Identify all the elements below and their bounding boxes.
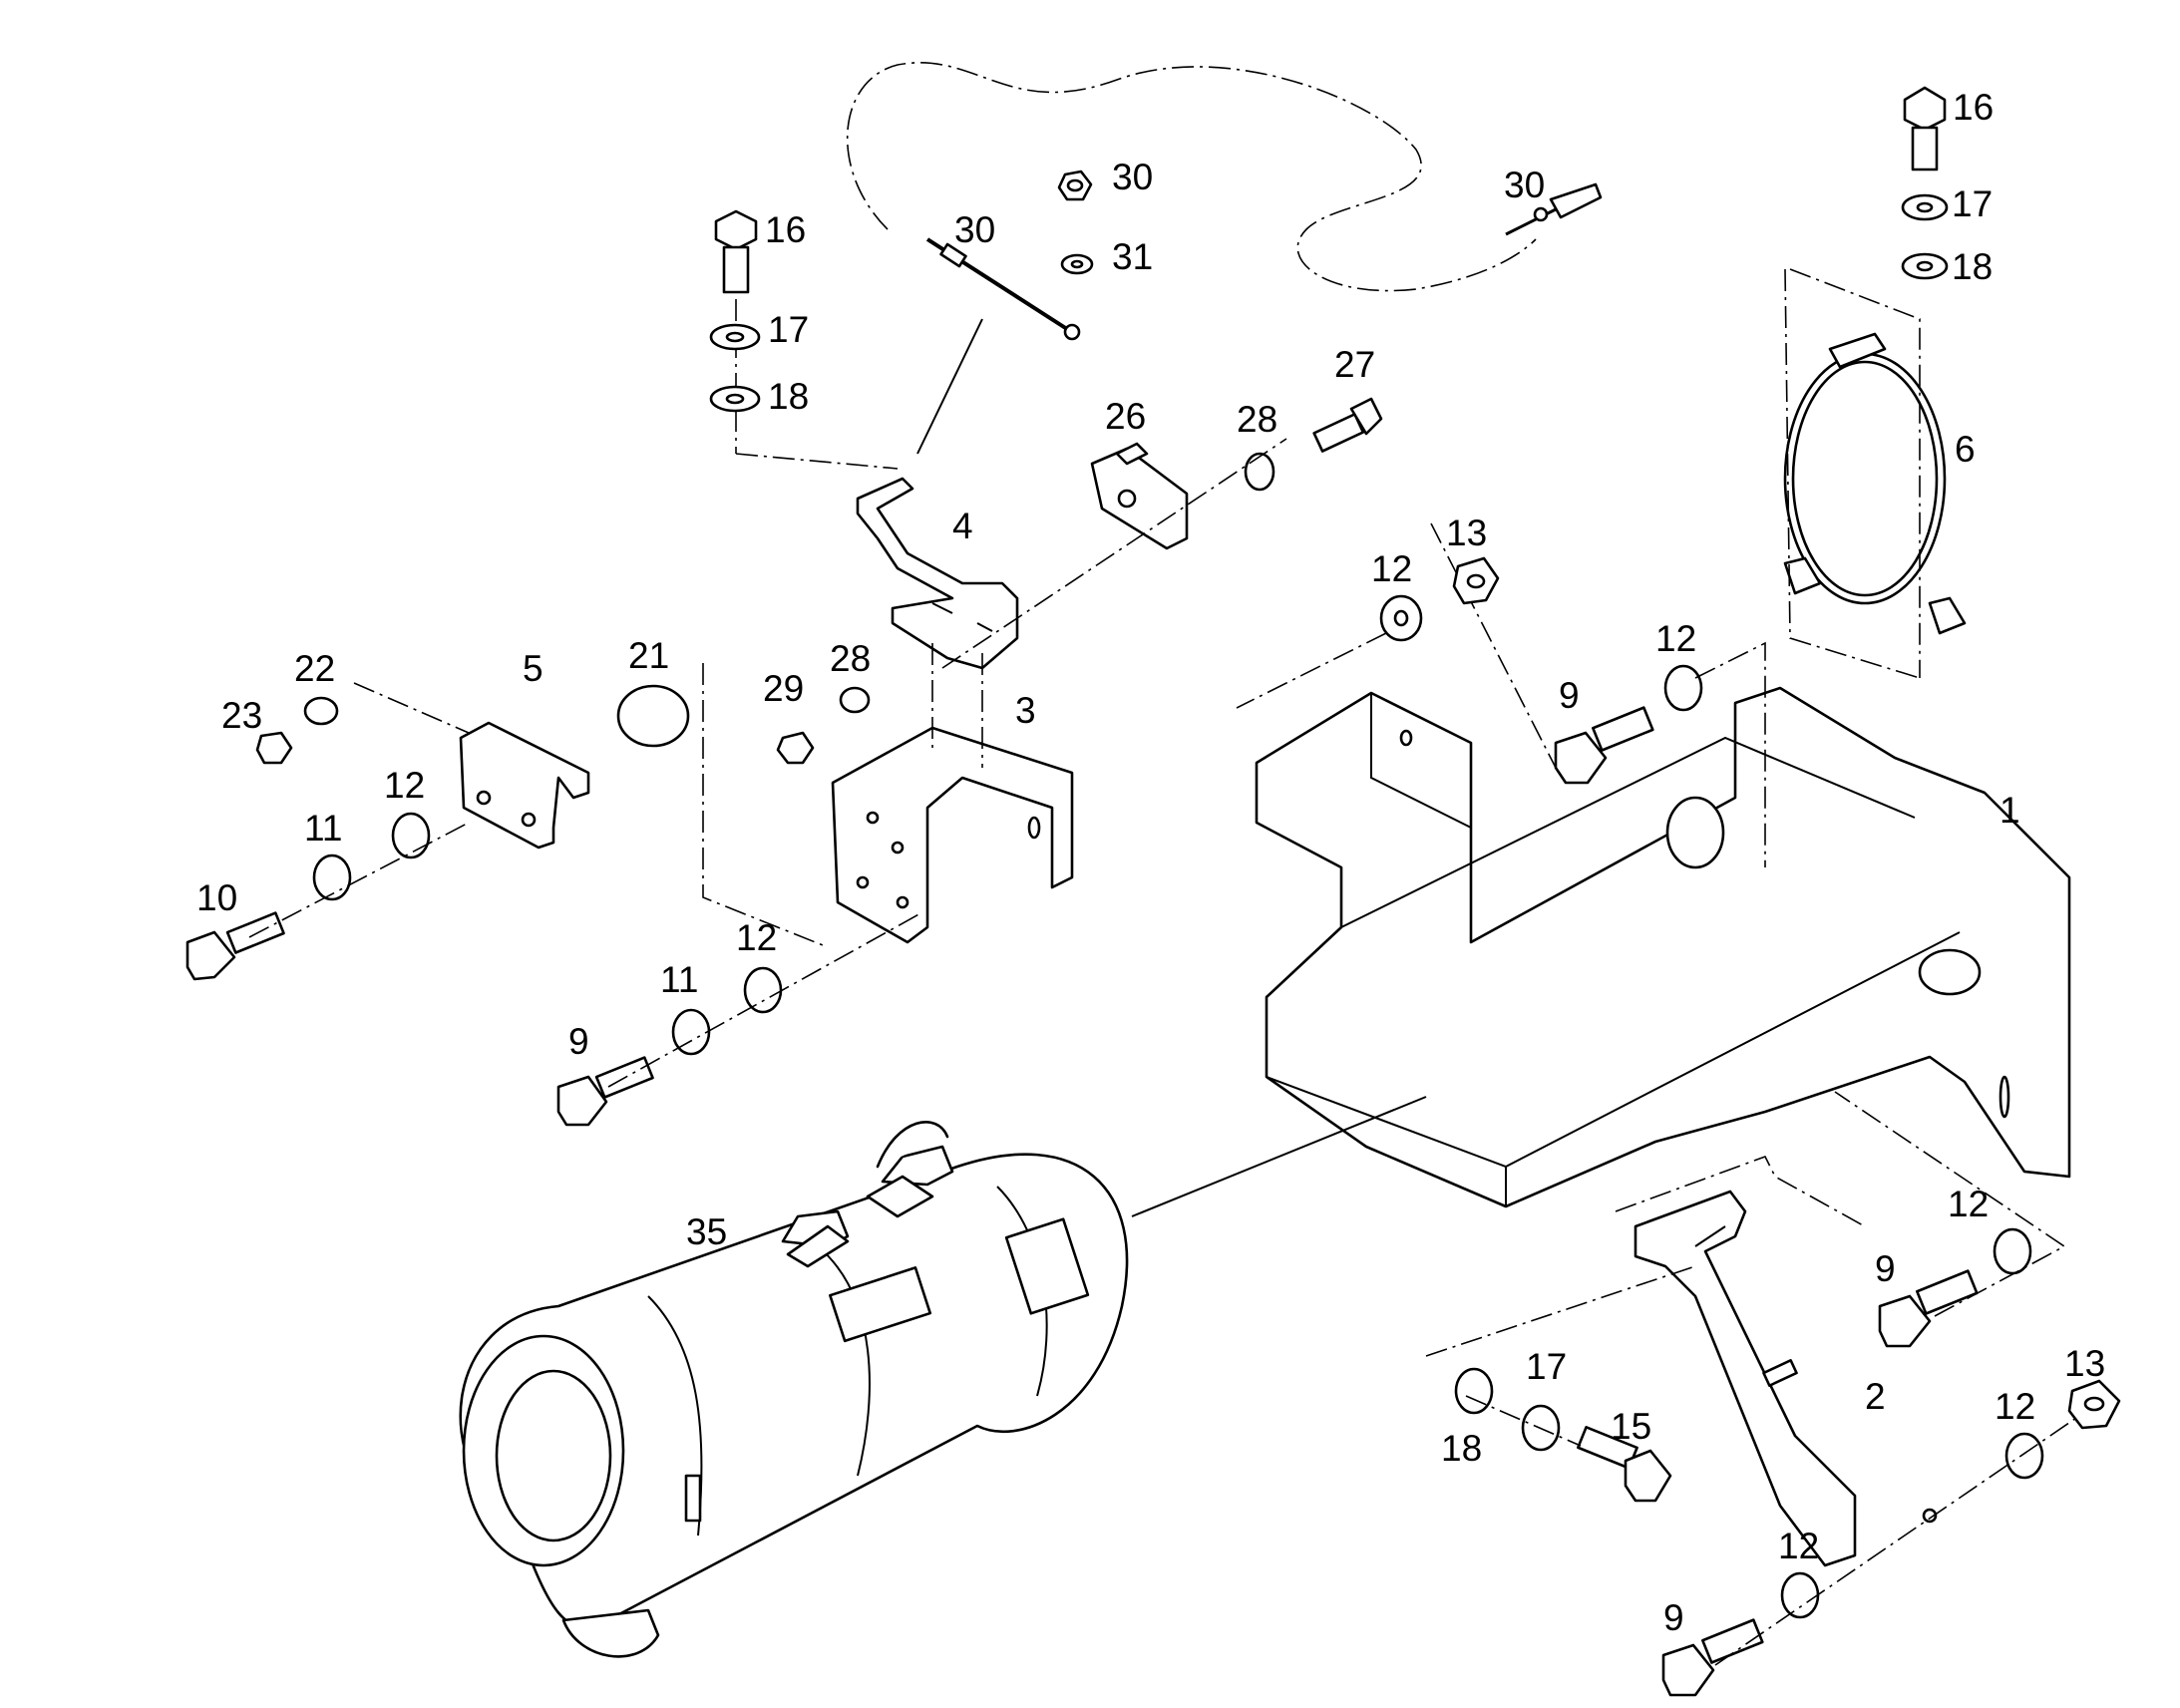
- callout-28-left: 28: [830, 638, 871, 679]
- callout-12-lower-right: 12: [1995, 1386, 2035, 1427]
- callout-26: 26: [1105, 396, 1146, 437]
- callout-4: 4: [952, 506, 973, 546]
- callout-6: 6: [1955, 429, 1976, 470]
- washer-11-mid: [671, 1008, 711, 1056]
- bolt-10: [185, 911, 285, 981]
- washer-31: [1060, 253, 1094, 275]
- callout-5: 5: [523, 648, 544, 689]
- washer-17-left: [709, 323, 761, 351]
- throttle-cable: [916, 237, 1081, 455]
- bolt-27: [1312, 397, 1383, 453]
- callout-21: 21: [628, 635, 669, 676]
- callout-10: 10: [196, 877, 237, 918]
- bolt-16-right: [1903, 86, 1947, 171]
- callout-12-right: 12: [1948, 1184, 1989, 1224]
- bolt-16-left: [714, 209, 758, 454]
- washer-12-left: [391, 812, 431, 859]
- bolt-9-center: [1554, 706, 1654, 785]
- callout-28-right: 28: [1237, 399, 1277, 440]
- washer-28-left: [839, 686, 871, 714]
- washer-12-bottom: [1780, 1571, 1820, 1619]
- support-arm-2: [1634, 1190, 1938, 1567]
- nut-30: [1057, 170, 1093, 201]
- callout-12-bottom: 12: [1778, 1526, 1819, 1566]
- callout-18-lower: 18: [1441, 1428, 1482, 1469]
- callout-2: 2: [1865, 1376, 1886, 1417]
- bolt-15: [1577, 1426, 1672, 1503]
- washer-18-left: [709, 385, 761, 413]
- washer-18-right: [1901, 252, 1949, 280]
- callout-15: 15: [1611, 1406, 1651, 1447]
- callout-17-right: 17: [1952, 183, 1993, 224]
- callout-12-top: 12: [1371, 548, 1412, 589]
- control-cable-route: [846, 62, 1537, 292]
- callout-16-left: 16: [765, 209, 806, 250]
- bolt-9-left: [556, 1056, 654, 1127]
- callout-labels: 1 2 3 4 5 6 9 9 9 9 10 11 11 12 12 12 12…: [196, 87, 2105, 1638]
- callout-18-right: 18: [1952, 246, 1993, 287]
- callout-9-left: 9: [568, 1021, 589, 1062]
- washer-22: [303, 696, 339, 726]
- washer-12-top: [1379, 594, 1423, 642]
- bracket-3: [831, 643, 1074, 944]
- clamp-band-6: [1783, 332, 1967, 635]
- callout-30-handle: 30: [1504, 165, 1545, 205]
- callout-35: 35: [686, 1211, 727, 1252]
- bolt-9-right: [1878, 1269, 1979, 1348]
- bracket-5: [459, 721, 590, 850]
- callout-29: 29: [763, 668, 804, 709]
- callout-9-right: 9: [1875, 1248, 1896, 1289]
- callout-3: 3: [1015, 690, 1036, 731]
- mounting-tray-1: [1255, 522, 2071, 1208]
- callout-16-right: 16: [1953, 87, 1994, 128]
- callout-9-center: 9: [1559, 675, 1580, 716]
- callout-1: 1: [1999, 790, 2020, 831]
- callout-27: 27: [1334, 344, 1375, 385]
- callout-17-left: 17: [768, 309, 809, 350]
- washer-28-right: [1244, 452, 1275, 492]
- switch-26: [1090, 442, 1189, 550]
- callout-23: 23: [221, 695, 262, 736]
- callout-12-mid: 12: [736, 917, 777, 958]
- callout-30-nut: 30: [1112, 157, 1153, 197]
- nut-23: [255, 731, 293, 765]
- callout-11-mid: 11: [660, 959, 698, 1000]
- callout-30-cable: 30: [954, 209, 995, 250]
- washer-12-lower-right: [2004, 1432, 2044, 1480]
- bolt-9-bottom: [1661, 1618, 1764, 1697]
- knob-21: [616, 684, 690, 748]
- washer-18-lower: [1454, 1367, 1494, 1415]
- washer-12-mid: [743, 966, 783, 1014]
- bracket-4: [856, 477, 1019, 670]
- washer-11-left: [312, 854, 352, 901]
- nut-29: [776, 731, 815, 765]
- callout-12-center: 12: [1655, 618, 1696, 659]
- callout-9-bottom: 9: [1663, 1597, 1684, 1638]
- nut-13-lower: [2067, 1379, 2121, 1430]
- washer-12-center: [1663, 664, 1703, 712]
- callout-13-top: 13: [1446, 512, 1487, 553]
- callout-18-left: 18: [768, 376, 809, 417]
- callout-17-lower: 17: [1526, 1346, 1567, 1387]
- callout-12-left: 12: [384, 765, 425, 806]
- callout-13-lower: 13: [2064, 1343, 2105, 1384]
- callout-22: 22: [294, 648, 335, 689]
- air-filter-35: [459, 1096, 1427, 1658]
- washer-12-right: [1993, 1227, 2032, 1275]
- cable-handle: [1505, 182, 1603, 236]
- nut-13-top: [1452, 556, 1500, 605]
- washer-17-right: [1901, 193, 1949, 221]
- callout-11-left: 11: [304, 808, 342, 849]
- callout-31: 31: [1112, 236, 1153, 277]
